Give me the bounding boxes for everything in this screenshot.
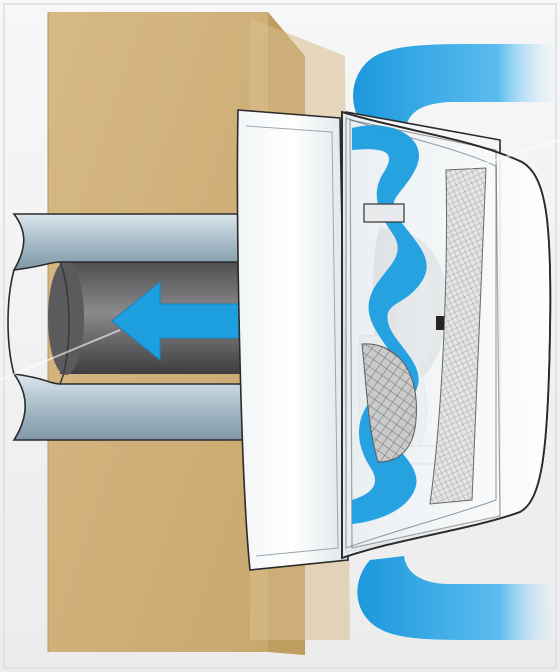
airflow-stream (353, 44, 560, 640)
glass-reflection (0, 139, 560, 381)
vent-base-plate (236, 109, 349, 571)
airflow-arrow-icon (111, 280, 249, 362)
fan-interior-overlay (352, 125, 487, 524)
